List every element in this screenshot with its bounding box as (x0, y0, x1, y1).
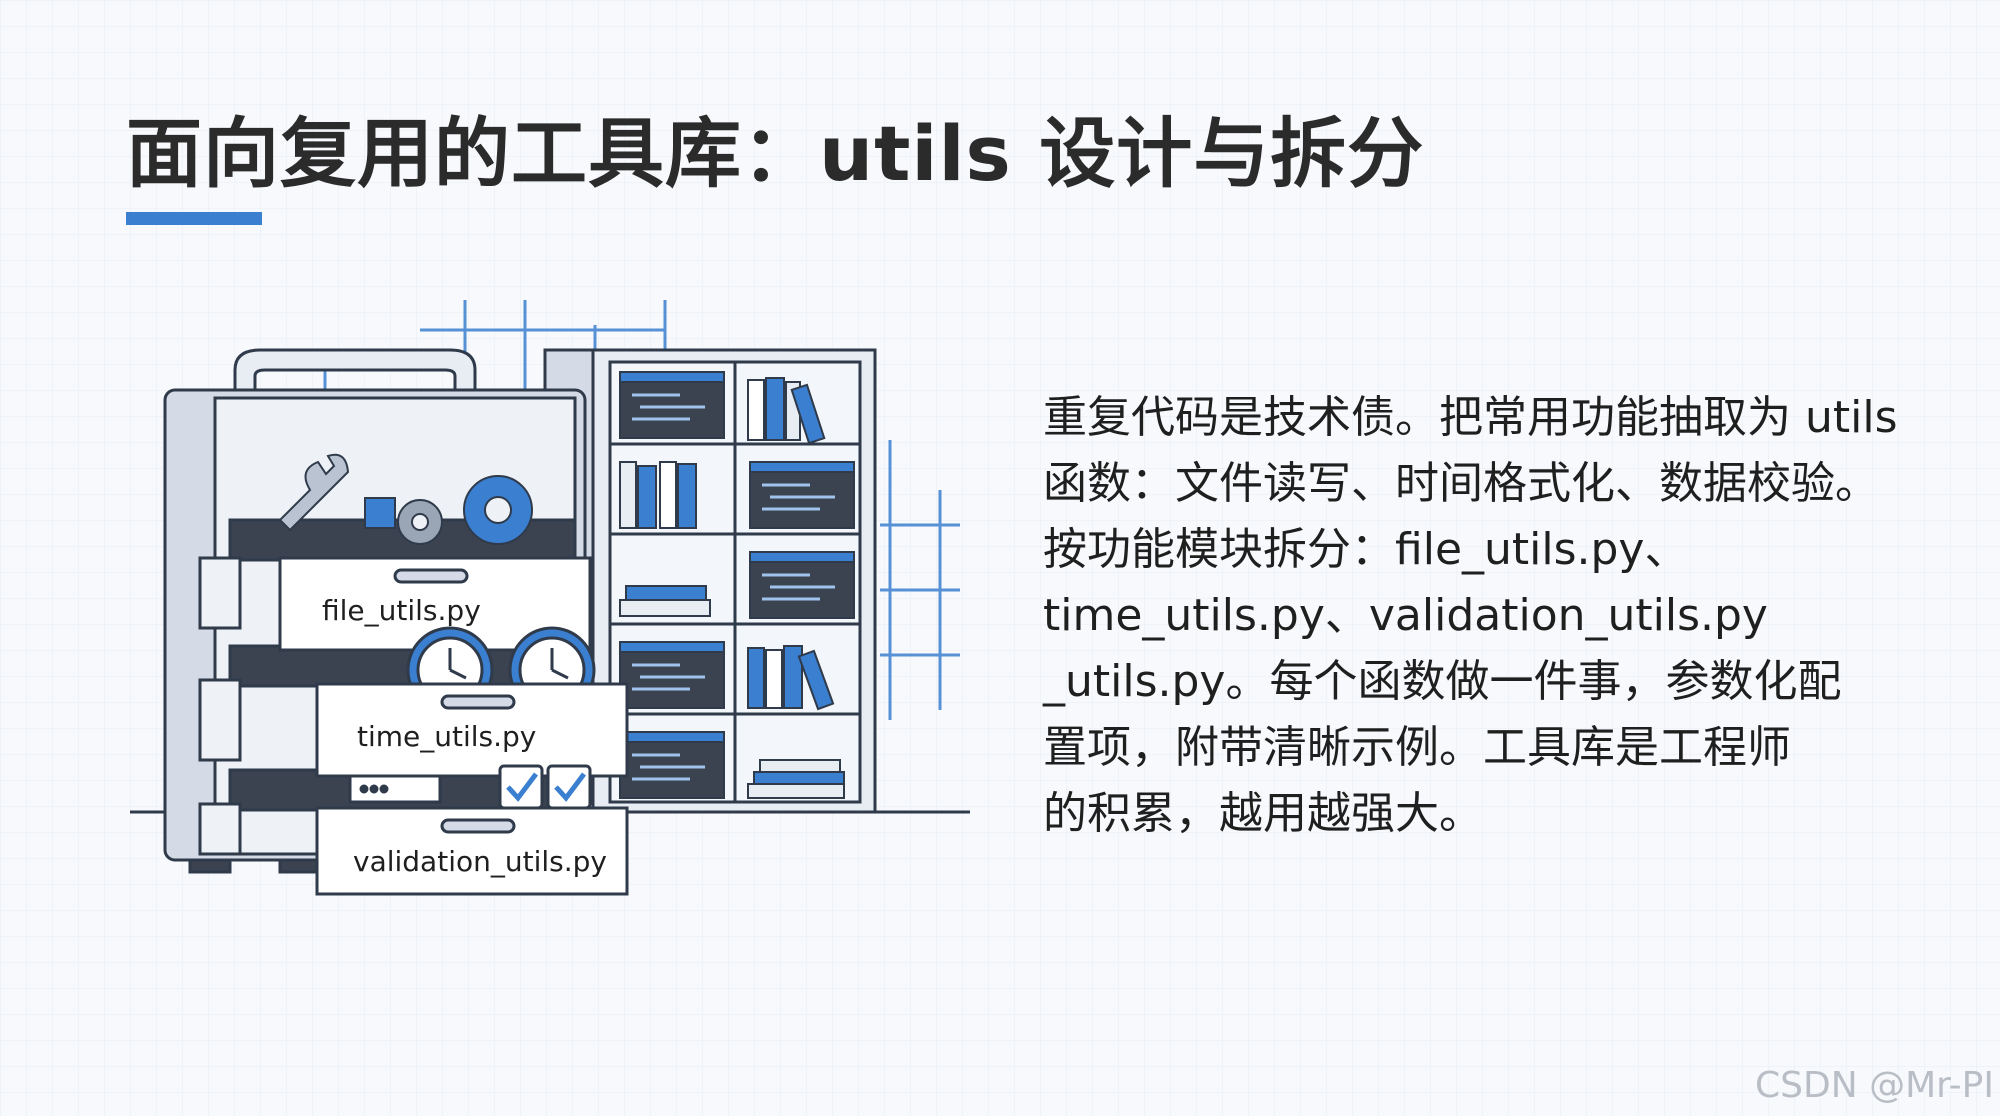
body-line: 的积累，越用越强大。 (1043, 788, 1483, 839)
wrench-icon (278, 453, 350, 532)
watermark: CSDN @Mr-PI (1755, 1065, 1994, 1106)
title-underline (126, 212, 262, 225)
body-line: 置项，附带清晰示例。工具库是工程师 (1043, 722, 1791, 773)
book-icon (619, 377, 845, 799)
checkbox-icon (348, 764, 592, 810)
gear-icon (364, 475, 533, 545)
toolbox-illustration: file_utils.py time_utils.py validation_u… (130, 300, 970, 896)
body-line: 重复代码是技术债。把常用功能抽取为 utils (1043, 392, 1898, 443)
code-window-icon (619, 371, 855, 799)
drawer-time-utils (198, 678, 629, 778)
drawer-label: time_utils.py (357, 720, 536, 753)
drawer-label: file_utils.py (322, 594, 481, 627)
drawer-label: validation_utils.py (353, 845, 607, 878)
body-line: time_utils.py、validation_utils.py (1043, 590, 1768, 641)
body-text: 重复代码是技术债。把常用功能抽取为 utils 函数：文件读写、时间格式化、数据… (1043, 385, 1923, 847)
body-line: _utils.py。每个函数做一件事，参数化配 (1043, 656, 1842, 707)
drawer-validation-utils (198, 802, 629, 896)
body-line: 函数：文件读写、时间格式化、数据校验。 (1043, 458, 1879, 509)
body-line: 按功能模块拆分：file_utils.py、 (1043, 524, 1689, 575)
slide-title: 面向复用的工具库：utils 设计与拆分 (126, 109, 1425, 198)
